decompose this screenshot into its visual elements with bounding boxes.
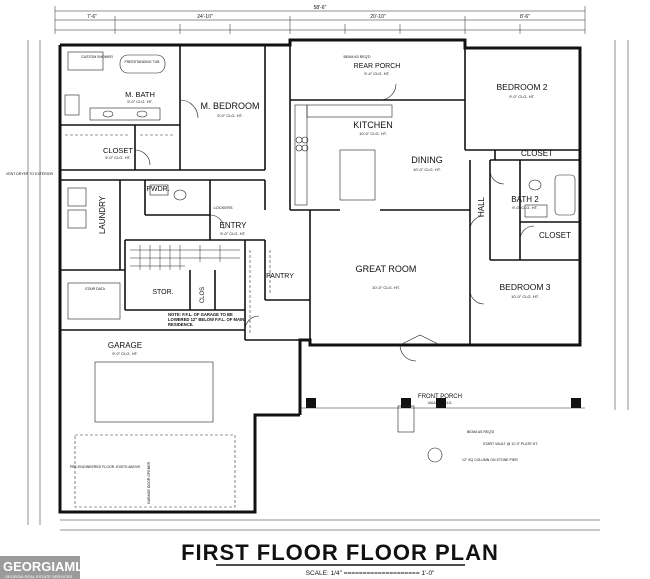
room-label-m-bath: M. BATH — [125, 90, 155, 99]
room-note-front-porch: VAULTED CLG. — [428, 401, 453, 405]
room-note-great-room: 10'-0" CLG. HT. — [372, 285, 400, 290]
label-start-vault: START VAULT @ 11'-0" PLATE HT. — [483, 442, 538, 446]
room-note-entry: 9'-0" CLG. HT. — [220, 231, 246, 236]
room-label-pwdr: PWDR. — [146, 186, 169, 193]
label-pre-eng-floor: PRE-ENGINEERED FLOOR JOISTS ABOVE — [70, 465, 141, 469]
label-stair-data: STAIR DATA — [85, 287, 106, 291]
label-beam-rear: BEAM AS REQ'D — [343, 55, 371, 59]
room-note-m-bedroom: 9'-0" CLG. HT. — [217, 113, 243, 118]
label-custom-shower: CUSTOM SHOWER — [81, 55, 113, 59]
watermark-logo: GEORGIAMLS — [3, 559, 92, 574]
top-dim-3: 20'-10" — [370, 14, 386, 20]
room-label-entry: ENTRY — [220, 221, 248, 230]
room-label-rear-porch: REAR PORCH — [354, 63, 401, 70]
garage-note-box: NOTE: F.F.L. OF GARAGE TO BE LOWERED 12"… — [168, 312, 245, 327]
label-garage-door: GARAGE DOOR OPENER — [147, 461, 151, 504]
watermark-subtitle: GEORGIA REAL ESTATE SERVICES — [5, 574, 73, 579]
room-note-bedroom-2: 9'-0" CLG. HT. — [509, 94, 535, 99]
fixtures — [64, 51, 576, 508]
label-freestanding-tub: FREESTANDING TUB — [124, 60, 160, 64]
room-label-closet-2: CLOSET — [521, 149, 553, 158]
dimension-lines: 58'-6" 7'-6" 24'-10" 20'-10" 8'-6" — [27, 5, 629, 531]
room-labels: M. BATH 9'-0" CLG. HT. M. BEDROOM 9'-0" … — [98, 63, 571, 405]
garage-note: NOTE: F.F.L. OF GARAGE TO BE LOWERED 12"… — [168, 312, 245, 327]
room-note-bedroom-3: 10'-0" CLG. HT. — [511, 294, 539, 299]
room-label-kitchen: KITCHEN — [353, 120, 393, 130]
label-vent-dryer: VENT DRYER TO EXTERIOR — [6, 172, 53, 176]
top-dim-4: 8'-6" — [520, 14, 530, 20]
room-label-closet-master: CLOSET — [103, 146, 133, 155]
room-label-dining: DINING — [411, 155, 443, 165]
page-title: FIRST FLOOR FLOOR PLAN — [181, 540, 499, 565]
scale-label: SCALE: 1/4" ==================== 1'-0" — [306, 570, 435, 577]
top-dim-1: 7'-6" — [87, 14, 97, 20]
room-label-great-room: GREAT ROOM — [356, 264, 417, 274]
label-column-note: 12" SQ COLUMN ON STONE PIER — [462, 458, 518, 462]
room-note-dining: 10'-0" CLG. HT. — [413, 167, 441, 172]
door-swings — [134, 83, 535, 362]
room-note-bath-2: 9'-0" CLG. HT. — [512, 205, 538, 210]
plan-notes: LOCKERS FREESTANDING TUB CUSTOM SHOWER B… — [6, 55, 538, 504]
room-label-laundry: LAUNDRY — [98, 195, 107, 234]
top-dim-2: 24'-10" — [197, 14, 213, 20]
room-label-garage: GARAGE — [108, 341, 142, 350]
room-label-stor: STOR. — [152, 289, 173, 296]
room-label-bedroom-2: BEDROOM 2 — [496, 82, 547, 92]
room-label-pantry: PANTRY — [266, 273, 294, 280]
room-label-bath-2: BATH 2 — [511, 195, 539, 204]
room-label-front-porch: FRONT PORCH — [418, 394, 462, 400]
label-lockers: LOCKERS — [213, 205, 232, 210]
label-beam-front: BEAM AS REQ'D — [467, 430, 495, 434]
room-label-clos: CLOS — [200, 287, 206, 303]
porch-columns — [299, 345, 585, 463]
overall-dimension: 58'-6" — [314, 5, 327, 11]
room-label-m-bedroom: M. BEDROOM — [200, 101, 259, 111]
room-note-kitchen: 10'-0" CLG. HT. — [359, 131, 387, 136]
room-note-garage: 9'-0" CLG. HT. — [112, 351, 138, 356]
room-label-hall: HALL — [477, 196, 486, 217]
georgiamls-watermark: GEORGIAMLS GEORGIA REAL ESTATE SERVICES — [0, 556, 92, 579]
room-note-m-bath: 9'-0" CLG. HT. — [127, 99, 153, 104]
room-label-closet-3: CLOSET — [539, 231, 571, 240]
room-note-rear-porch: 9'-4" CLG. HT. — [364, 71, 390, 76]
room-label-bedroom-3: BEDROOM 3 — [499, 282, 550, 292]
interior-walls — [60, 45, 580, 345]
room-note-closet-master: 9'-0" CLG. HT. — [105, 155, 131, 160]
